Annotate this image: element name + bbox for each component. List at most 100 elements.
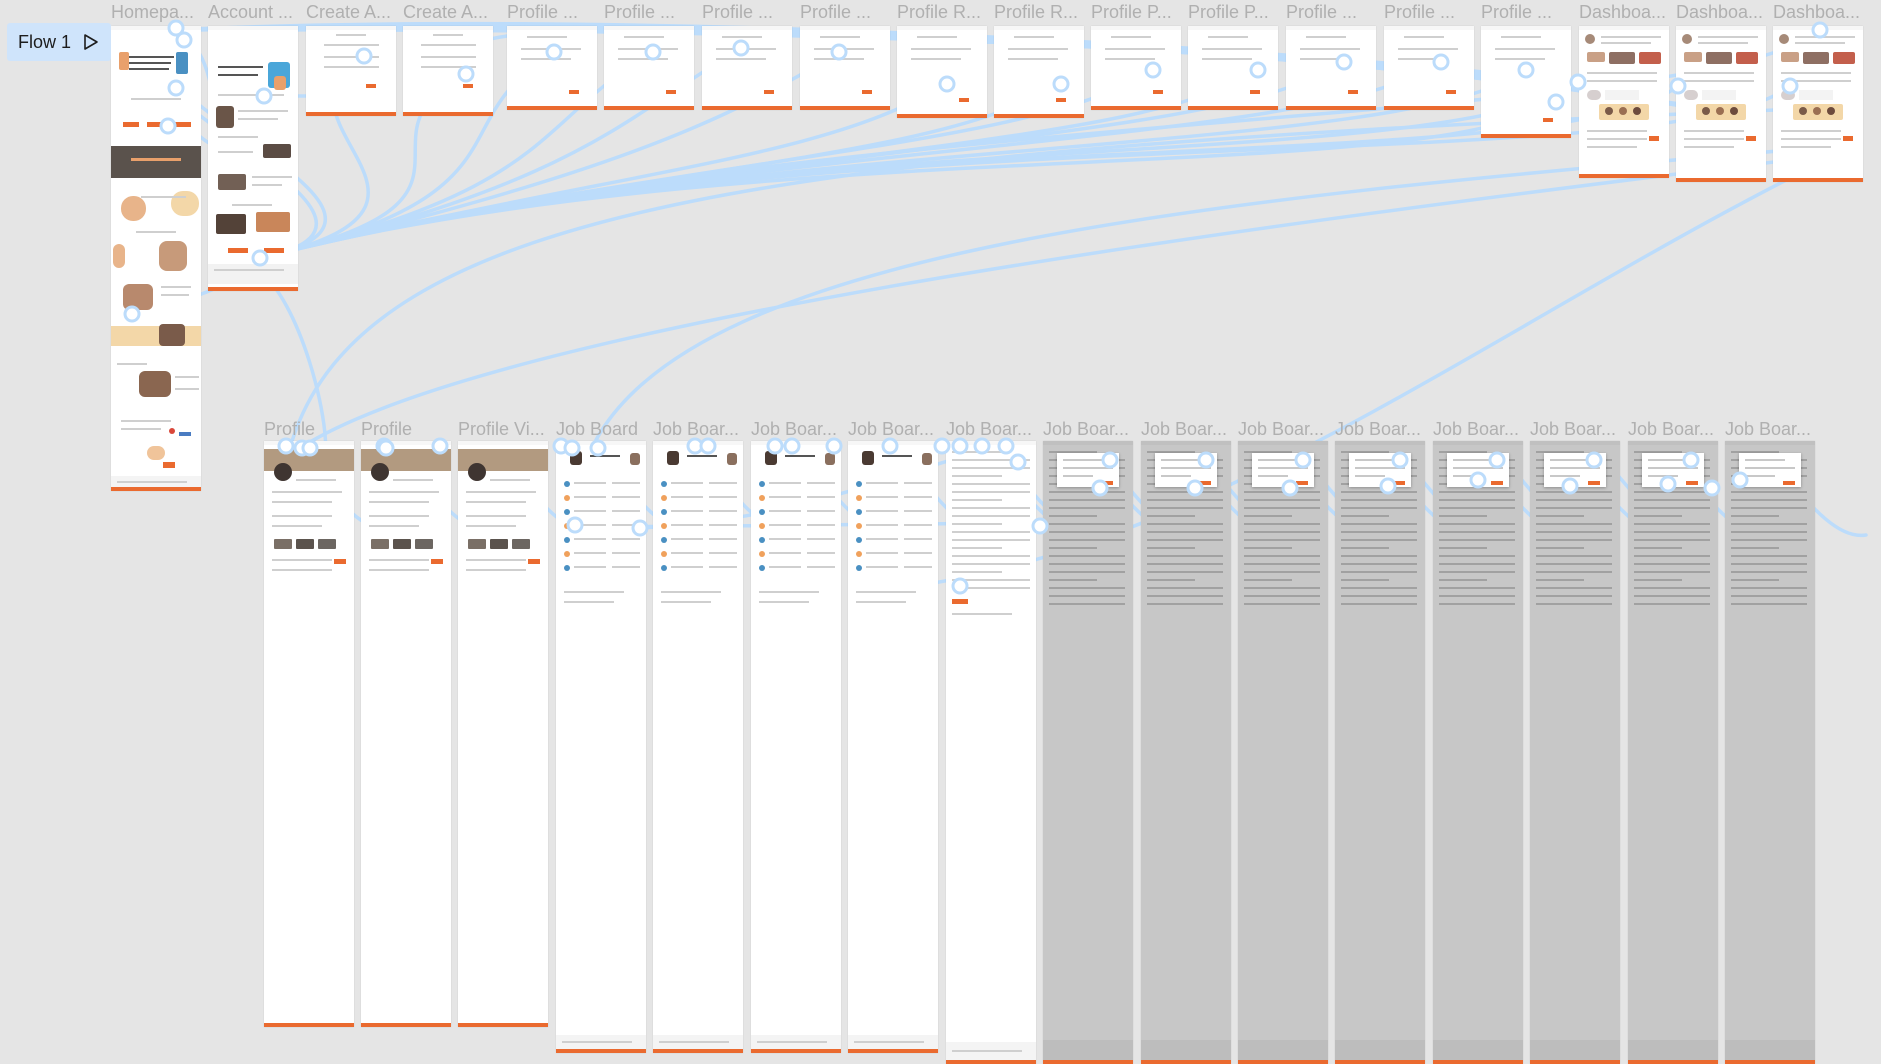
- frame-small[interactable]: [800, 26, 890, 110]
- hotspot-node[interactable]: [825, 437, 843, 455]
- frame-dashboard[interactable]: [1579, 26, 1669, 178]
- hotspot-node[interactable]: [277, 437, 295, 455]
- hotspot-node[interactable]: [1091, 479, 1109, 497]
- frame-account[interactable]: [208, 26, 298, 291]
- hotspot-node[interactable]: [175, 31, 193, 49]
- hotspot-node[interactable]: [1469, 471, 1487, 489]
- frame-label[interactable]: Job Boar...: [751, 419, 838, 439]
- frame-label[interactable]: Account ...: [208, 2, 294, 22]
- hotspot-node[interactable]: [1488, 451, 1506, 469]
- hotspot-node[interactable]: [1186, 479, 1204, 497]
- hotspot-node[interactable]: [255, 87, 273, 105]
- hotspot-node[interactable]: [566, 516, 584, 534]
- hotspot-node[interactable]: [545, 43, 563, 61]
- hotspot-node[interactable]: [1335, 53, 1353, 71]
- frame-label[interactable]: Profile: [264, 419, 316, 439]
- hotspot-node[interactable]: [1031, 517, 1049, 535]
- play-icon[interactable]: [83, 33, 99, 51]
- hotspot-node[interactable]: [377, 439, 395, 457]
- frame-form[interactable]: [403, 26, 493, 116]
- frame-label[interactable]: Profile P...: [1091, 2, 1172, 22]
- frame-label[interactable]: Profile ...: [702, 2, 774, 22]
- hotspot-node[interactable]: [881, 437, 899, 455]
- hotspot-node[interactable]: [1294, 451, 1312, 469]
- frame-label[interactable]: Job Boar...: [1141, 419, 1228, 439]
- frame-label[interactable]: Job Boar...: [1628, 419, 1715, 439]
- frame-small[interactable]: [1091, 26, 1181, 110]
- hotspot-node[interactable]: [1811, 21, 1829, 39]
- frame-label[interactable]: Job Boar...: [1238, 419, 1325, 439]
- hotspot-node[interactable]: [563, 439, 581, 457]
- frame-label[interactable]: Profile ...: [507, 2, 579, 22]
- frame-label[interactable]: Job Boar...: [1043, 419, 1130, 439]
- hotspot-node[interactable]: [938, 75, 956, 93]
- frame-label[interactable]: Profile: [361, 419, 413, 439]
- hotspot-node[interactable]: [1379, 477, 1397, 495]
- hotspot-node[interactable]: [631, 519, 649, 537]
- hotspot-node[interactable]: [699, 437, 717, 455]
- frame-form[interactable]: [306, 26, 396, 116]
- hotspot-node[interactable]: [1009, 453, 1027, 471]
- frame-small[interactable]: [1384, 26, 1474, 110]
- hotspot-node[interactable]: [251, 249, 269, 267]
- hotspot-node[interactable]: [159, 117, 177, 135]
- frame-label[interactable]: Job Boar...: [1530, 419, 1617, 439]
- hotspot-node[interactable]: [732, 39, 750, 57]
- hotspot-node[interactable]: [1585, 451, 1603, 469]
- frame-small[interactable]: [897, 26, 987, 118]
- hotspot-node[interactable]: [1561, 477, 1579, 495]
- frame-label[interactable]: Profile Vi...: [458, 419, 545, 439]
- hotspot-node[interactable]: [1391, 451, 1409, 469]
- frame-label[interactable]: Profile ...: [1481, 2, 1553, 22]
- hotspot-node[interactable]: [933, 437, 951, 455]
- hotspot-node[interactable]: [167, 79, 185, 97]
- frame-label[interactable]: Job Boar...: [1433, 419, 1520, 439]
- hotspot-node[interactable]: [1682, 451, 1700, 469]
- hotspot-node[interactable]: [167, 19, 185, 37]
- frame-small[interactable]: [1481, 26, 1571, 138]
- flow-starting-point[interactable]: Flow 1: [7, 23, 111, 61]
- frame-small[interactable]: [604, 26, 694, 110]
- hotspot-node[interactable]: [1659, 475, 1677, 493]
- frame-label[interactable]: Dashboa...: [1579, 2, 1667, 22]
- hotspot-node[interactable]: [1197, 451, 1215, 469]
- hotspot-node[interactable]: [951, 437, 969, 455]
- hotspot-node[interactable]: [1249, 61, 1267, 79]
- frame-label[interactable]: Profile R...: [994, 2, 1079, 22]
- hotspot-node[interactable]: [644, 43, 662, 61]
- hotspot-node[interactable]: [1569, 73, 1587, 91]
- frame-label[interactable]: Profile ...: [800, 2, 872, 22]
- hotspot-node[interactable]: [1281, 479, 1299, 497]
- frame-label[interactable]: Job Boar...: [1335, 419, 1422, 439]
- frame-label[interactable]: Create A...: [403, 2, 489, 22]
- hotspot-node[interactable]: [123, 305, 141, 323]
- frame-label[interactable]: Profile ...: [604, 2, 676, 22]
- hotspot-node[interactable]: [1517, 61, 1535, 79]
- hotspot-node[interactable]: [355, 47, 373, 65]
- hotspot-node[interactable]: [951, 577, 969, 595]
- frame-label[interactable]: Dashboa...: [1676, 2, 1764, 22]
- hotspot-node[interactable]: [301, 439, 319, 457]
- frame-small[interactable]: [994, 26, 1084, 118]
- hotspot-node[interactable]: [1101, 451, 1119, 469]
- hotspot-node[interactable]: [1432, 53, 1450, 71]
- hotspot-node[interactable]: [1731, 471, 1749, 489]
- frame-small[interactable]: [507, 26, 597, 110]
- frame-dashboard[interactable]: [1676, 26, 1766, 182]
- hotspot-node[interactable]: [973, 437, 991, 455]
- frame-label[interactable]: Dashboa...: [1773, 2, 1861, 22]
- hotspot-node[interactable]: [1144, 61, 1162, 79]
- frame-label[interactable]: Job Boar...: [1725, 419, 1812, 439]
- hotspot-node[interactable]: [783, 437, 801, 455]
- frame-label[interactable]: Homepa...: [111, 2, 195, 22]
- frame-label[interactable]: Job Boar...: [848, 419, 935, 439]
- hotspot-node[interactable]: [589, 439, 607, 457]
- hotspot-node[interactable]: [766, 437, 784, 455]
- hotspot-node[interactable]: [431, 437, 449, 455]
- frame-label[interactable]: Profile ...: [1286, 2, 1358, 22]
- hotspot-node[interactable]: [1547, 93, 1565, 111]
- frame-label[interactable]: Profile ...: [1384, 2, 1456, 22]
- hotspot-node[interactable]: [457, 65, 475, 83]
- frame-label[interactable]: Job Boar...: [653, 419, 740, 439]
